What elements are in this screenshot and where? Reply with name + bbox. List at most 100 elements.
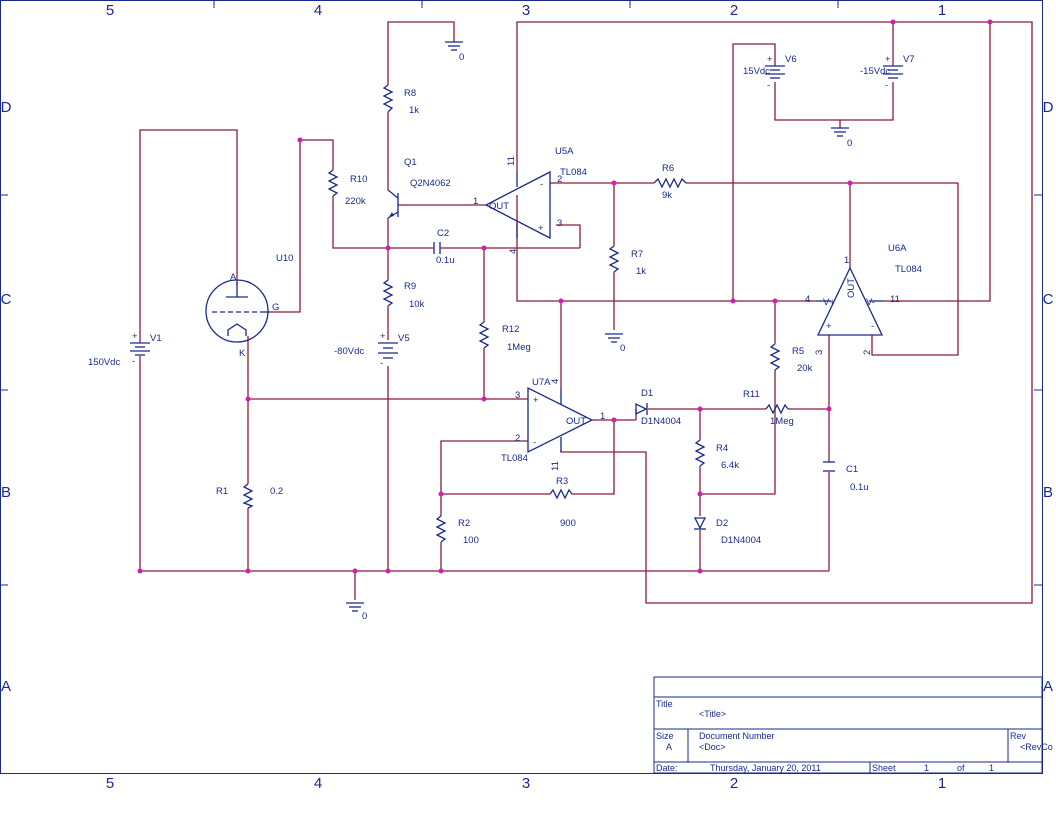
r8-ref: R8 [404,88,416,99]
date-value: Thursday, January 20, 2011 [710,763,821,773]
resistor-r11: R11 1Meg [743,389,794,427]
battery-v6: + - V6 15Vdc [743,54,797,91]
u10-anode-label: A [230,272,237,283]
v5-plus: + [380,331,386,342]
sheet-number: 1 [924,763,929,773]
resistor-r10: R10 220k [327,169,367,207]
u6a-pin4: 4 [805,294,810,305]
zone-col-1-top: 1 [938,2,946,19]
ground-symbol-r7: 0 [605,333,625,354]
r1-value: 0.2 [270,486,283,497]
capacitor-c1: C1 0.1u [823,461,869,493]
diode-d2: D2 D1N4004 [693,517,761,546]
sheet-total: 1 [989,763,994,773]
opamp-u7a: OUT + - 3 2 1 4 11 U7A TL084 [501,377,605,471]
transistor-q1: Q1 Q2N4062 [387,157,451,219]
u6a-value: TL084 [895,264,922,275]
c2-value: 0.1u [436,255,455,266]
u7a-pin4: 4 [550,379,561,384]
c1-ref: C1 [846,464,858,475]
zone-row-d-right: D [1043,99,1054,116]
of-label: of [957,763,965,773]
q1-value: Q2N4062 [410,178,451,189]
resistor-r6: R6 9k [653,163,687,201]
c2-ref: C2 [437,228,449,239]
zone-col-5-top: 5 [106,2,114,19]
ground-label-r7: 0 [620,343,625,354]
r10-value: 220k [345,196,366,207]
diode-d1: D1 D1N4004 [635,388,681,427]
v1-minus: - [132,356,135,367]
title-value: <Title> [699,709,726,719]
r7-value: 1k [636,266,646,277]
r12-ref: R12 [502,324,519,335]
zone-col-5-bottom: 5 [106,775,114,792]
sheet-border [0,0,1043,774]
ground-label-bottom: 0 [362,611,367,622]
v1-ref: V1 [150,333,162,344]
u6a-pin3: 3 [814,350,825,355]
r5-ref: R5 [792,346,804,357]
resistor-r3: R3 900 [549,476,576,529]
u6a-minus-sign: - [871,321,874,332]
r6-value: 9k [662,190,672,201]
u6a-ref: U6A [888,243,907,254]
ground-symbol-top: 0 [445,41,464,63]
u5a-ref: U5A [555,146,574,157]
u5a-pin2: 2 [557,174,562,185]
title-block: Title <Title> Size A Document Number <Do… [653,676,1053,774]
zone-col-4-bottom: 4 [314,775,322,792]
u6a-pin1: 1 [844,255,849,266]
zone-row-c-right: C [1043,291,1054,308]
zone-col-4-top: 4 [314,2,322,19]
r12-value: 1Meg [507,342,531,353]
v5-minus: - [380,358,383,369]
u5a-out-label: OUT [489,201,509,212]
u5a-pin1: 1 [473,196,478,207]
doc-value: <Doc> [699,742,726,752]
ground-symbol-v6v7: 0 [831,127,852,149]
c1-value: 0.1u [850,482,869,493]
zone-row-b-right: B [1043,484,1053,501]
r3-ref: R3 [556,476,568,487]
battery-v1: + - V1 150Vdc [88,331,162,368]
u5a-value: TL084 [560,167,587,178]
v7-plus: + [885,54,891,65]
u7a-out-label: OUT [566,416,586,427]
zone-row-c-left: C [1,291,12,308]
r9-ref: R9 [404,281,416,292]
r9-value: 10k [409,299,425,310]
opamp-u5a: OUT - + 2 3 1 11 4 U5A TL084 [473,146,587,254]
size-value: A [666,742,672,752]
r6-ref: R6 [662,163,674,174]
u10-ref: U10 [276,253,293,264]
r3-value: 900 [560,518,576,529]
r5-value: 20k [797,363,813,374]
u6a-vminus-label: V- [866,297,875,308]
r4-ref: R4 [716,443,728,454]
vacuum-tube-u10: A G K U10 [205,253,293,359]
u6a-pin2: 2 [862,350,873,355]
u5a-pin11: 11 [506,156,517,166]
v1-value: 150Vdc [88,357,120,368]
v7-value: -15Vdc [860,66,890,77]
r2-ref: R2 [458,518,470,529]
d1-ref: D1 [641,388,653,399]
u5a-plus-sign: + [538,223,544,234]
resistor-r1: R1 0.2 [216,483,283,509]
doc-label: Document Number [699,731,775,741]
u7a-pin11: 11 [550,461,561,471]
size-label: Size [656,731,674,741]
u7a-pin3: 3 [515,390,520,401]
zone-col-1-bottom: 1 [938,775,946,792]
resistor-r4: R4 6.4k [694,439,739,471]
zone-row-a-left: A [1,678,11,695]
u5a-minus-sign: - [540,179,543,190]
date-label: Date: [656,763,678,773]
resistor-r7: R7 1k [608,245,646,277]
junction-dots [137,19,993,574]
q1-ref: Q1 [404,157,417,168]
zone-row-b-left: B [1,484,11,501]
rev-label: Rev [1010,731,1027,741]
d2-ref: D2 [716,518,728,529]
